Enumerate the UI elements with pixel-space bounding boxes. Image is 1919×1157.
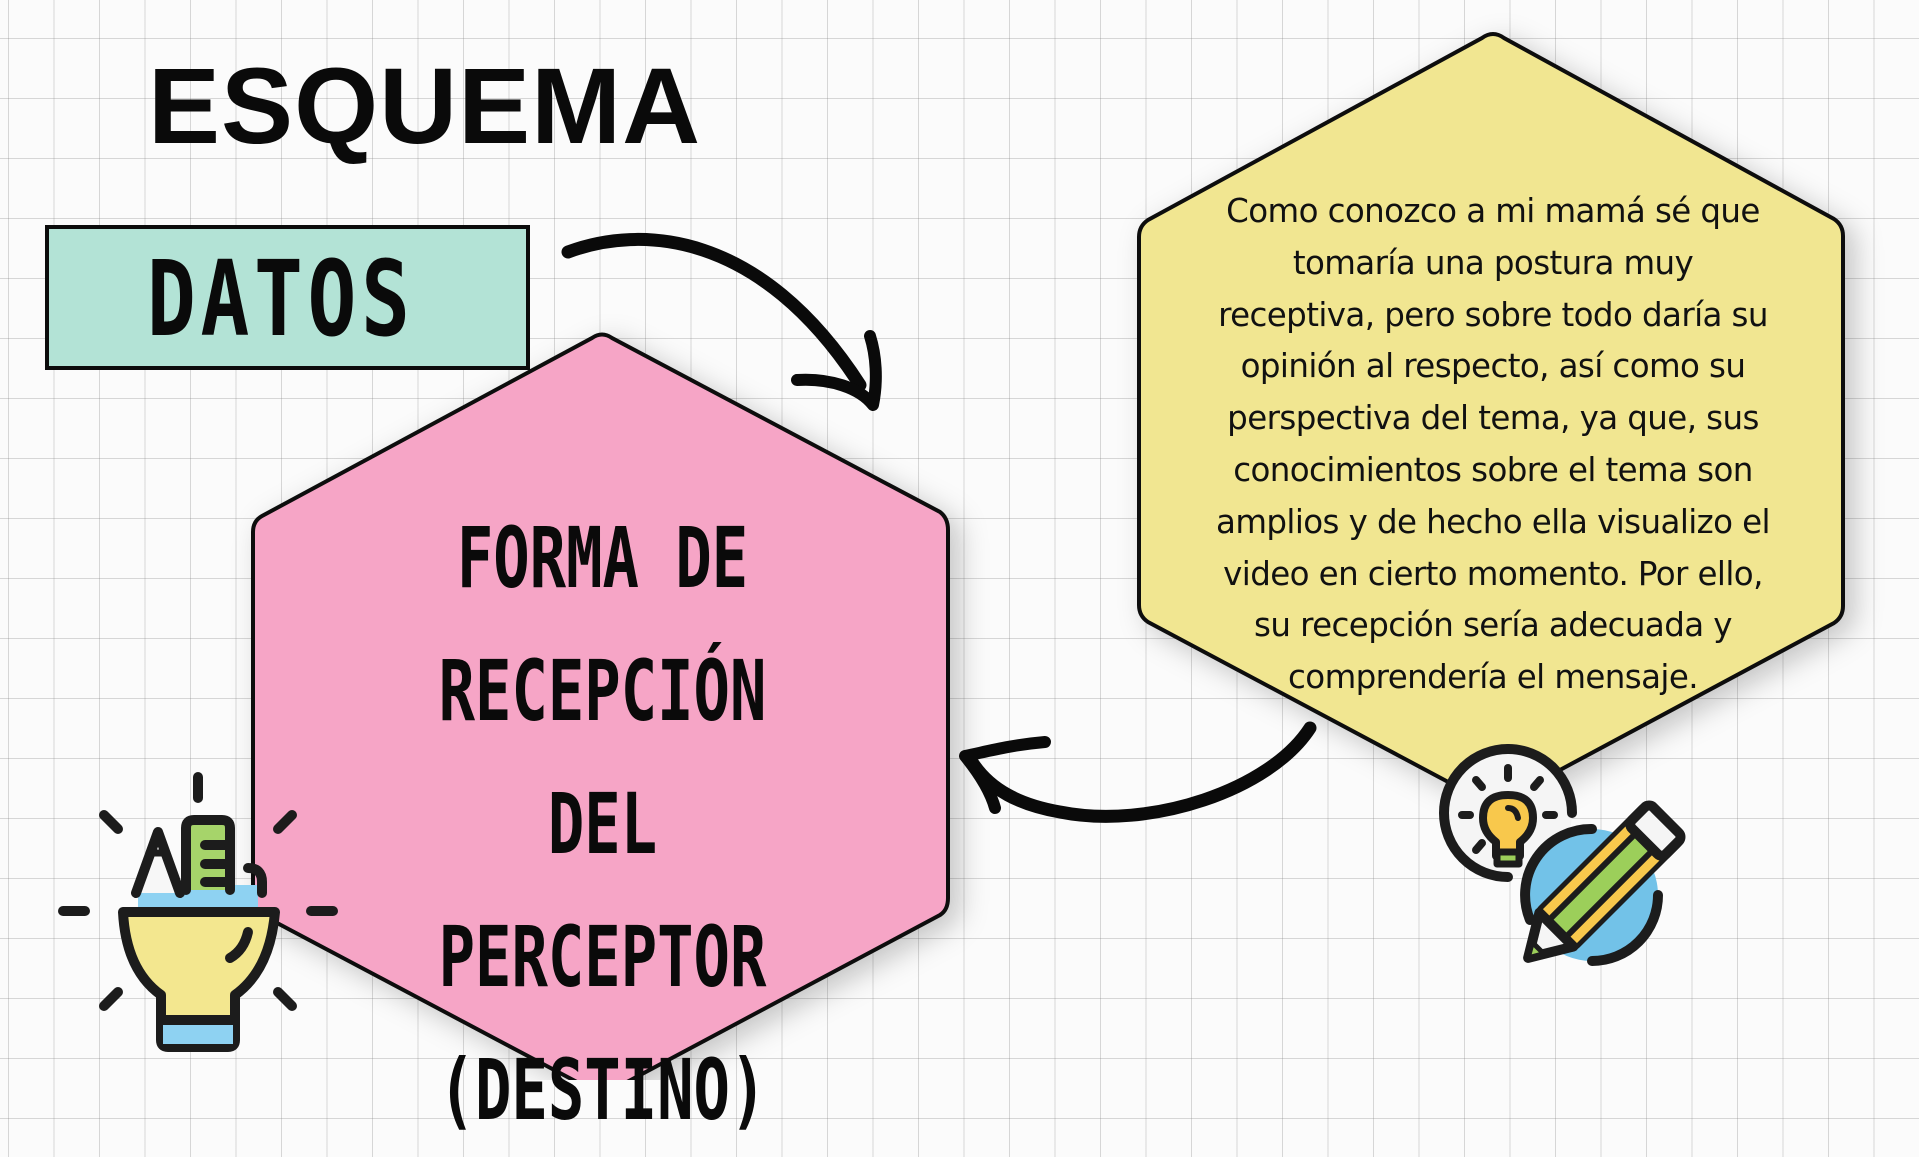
pink-hexagon-line: PERCEPTOR [438,908,767,1006]
yellow-hexagon-line: amplios y de hecho ella visualizo el [1216,502,1771,541]
pink-hexagon [251,332,950,1080]
lightbulb-and-pencil-icon [1439,744,1686,966]
yellow-hexagon-line: tomaría una postura muy [1292,243,1694,282]
curved-arrow-left-icon [959,721,1317,823]
datos-box: DATOS [45,225,530,370]
page-title: ESQUEMA [148,45,702,166]
yellow-hexagon-line: comprendería el mensaje. [1288,658,1699,697]
pink-hexagon-line: (DESTINO) [438,1041,767,1139]
yellow-hexagon-line: video en cierto momento. Por ello, [1223,554,1763,593]
yellow-hexagon-line: opinión al respecto, así como su [1240,347,1746,386]
yellow-hexagon-line: su recepción sería adecuada y [1254,606,1733,645]
pink-hexagon-line: RECEPCIÓN DEL [438,642,767,873]
datos-label: DATOS [147,238,415,360]
pink-hexagon-text: FORMA DE RECEPCIÓN DEL PERCEPTOR (DESTIN… [330,492,875,1157]
yellow-hexagon-line: Como conozco a mi mamá sé que [1226,192,1760,230]
curved-arrow-down-right-icon [561,233,882,411]
diagram-shapes [58,32,1845,1080]
yellow-hexagon-line: conocimientos sobre el tema son [1233,450,1753,489]
lightbulb-with-pencil-and-ruler-icon [58,772,338,1052]
yellow-hexagon-line: perspectiva del tema, ya que, sus [1227,399,1759,438]
pink-hexagon-line: FORMA DE [456,509,749,607]
yellow-hexagon-text: Como conozco a mi mamá sé que tomaría un… [1160,186,1826,704]
yellow-hexagon-line: receptiva, pero sobre todo daría su [1218,295,1768,334]
